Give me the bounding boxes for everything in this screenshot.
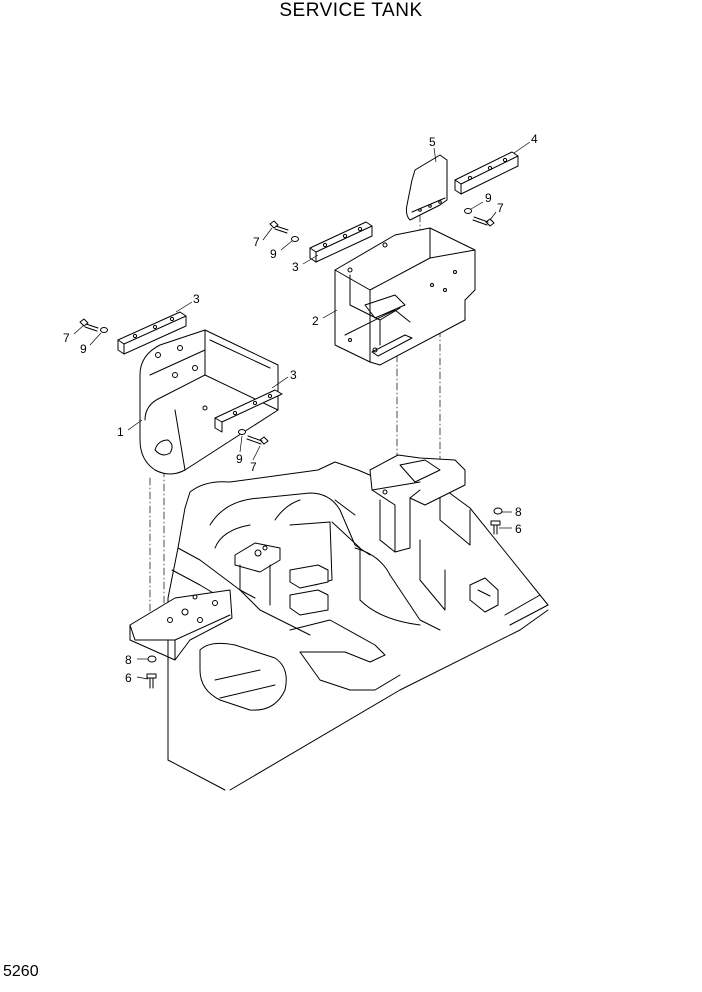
callout-4: 4 — [531, 132, 538, 146]
callout-9-left: 9 — [80, 342, 87, 356]
callout-2: 2 — [312, 314, 319, 328]
strip-part-4 — [454, 151, 519, 195]
main-frame — [167, 461, 549, 791]
callout-7-left: 7 — [63, 331, 70, 345]
callout-8-left: 8 — [125, 653, 132, 667]
strip-part-3-center — [309, 221, 373, 263]
tank-part-1 — [139, 329, 283, 475]
callout-7-lower: 7 — [250, 460, 257, 474]
callout-8-right: 8 — [515, 505, 522, 519]
left-mount-bracket — [129, 589, 233, 661]
callout-7-center: 7 — [253, 235, 260, 249]
strip-part-3-left — [117, 311, 187, 355]
callout-7-right: 7 — [497, 201, 504, 215]
tank-part-2 — [334, 227, 476, 366]
callout-3-left: 3 — [193, 292, 200, 306]
callout-leaders — [73, 141, 531, 680]
callout-1: 1 — [117, 425, 124, 439]
fasteners — [79, 208, 503, 689]
callout-9-center: 9 — [270, 247, 277, 261]
page-title: SERVICE TANK — [279, 0, 423, 21]
cover-part-5 — [405, 154, 448, 221]
center-mount-bracket — [234, 542, 281, 606]
callout-3-center: 3 — [292, 260, 299, 274]
callout-9-right: 9 — [485, 191, 492, 205]
callout-9-lower: 9 — [236, 452, 243, 466]
callout-5: 5 — [429, 135, 436, 149]
callout-6-right: 6 — [515, 522, 522, 536]
callout-3-tank: 3 — [290, 368, 297, 382]
callout-6-left: 6 — [125, 671, 132, 685]
callout-labels: 1 2 3 3 3 4 5 6 6 7 7 7 7 8 8 9 9 9 9 — [63, 132, 538, 685]
right-mount-bracket — [369, 454, 466, 553]
page-number: 5260 — [3, 963, 39, 980]
